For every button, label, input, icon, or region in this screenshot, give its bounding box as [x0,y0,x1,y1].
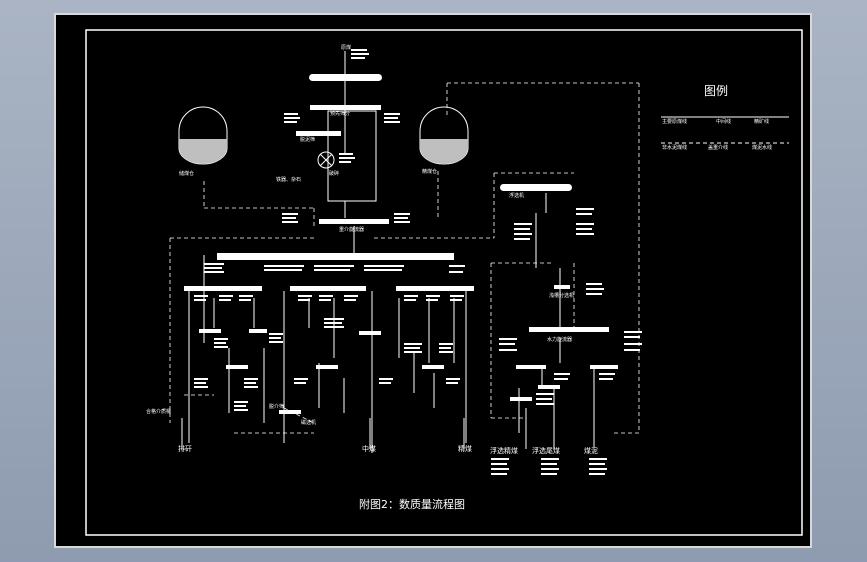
tank-left [178,106,228,165]
label-screen-top: 预先筛分 [330,110,350,117]
cyclone-small-bar [554,285,570,289]
legend-item-3: 精矿线 [754,118,769,125]
hydrocyclone-bar [529,327,609,332]
sub-bar-7 [279,410,301,414]
sub-bar-3 [226,365,248,369]
branch-bar-2 [290,286,366,291]
label-crusher: 破碎 [329,170,339,177]
legend-item-4: 非水泥煤线 [662,144,687,151]
label-tank-right: 精煤仓 [422,168,437,175]
tank-right [419,106,469,165]
label-discharge-right: 精煤 [458,444,472,453]
label-coarse-screen: 脱介筛 [269,403,284,410]
label-tank-left: 储煤仓 [179,170,194,177]
label-discharge-mid: 中煤 [362,444,376,453]
sub-bar-4 [316,365,338,369]
dashed-lines [169,82,640,434]
out-bar-b [538,385,560,389]
label-out-b: 浮选尾煤 [532,446,560,455]
branch-bar-3 [396,286,474,291]
dense-cyclone-bar [319,219,389,224]
crusher-symbol [317,151,335,169]
flow-diagram: 原煤 储煤仓 精煤仓 预先筛分 破碎 铁器、杂石 脱泥筛 重介旋流器 浮选机 浅… [85,29,803,536]
feed-bin [309,74,382,81]
label-magnet: 磁选机 [301,419,316,426]
main-lines [181,51,595,453]
branch-bar-1 [184,286,262,291]
legend-lines [661,116,789,144]
unit-bars [184,74,618,414]
out-bar-a [516,365,546,369]
label-crusher-sub: 铁器、杂石 [276,176,301,183]
legend-item-1: 主要原煤线 [662,118,687,125]
sub-bar-1 [199,329,221,333]
deslime-bar [296,131,341,136]
legend-title: 图例 [704,84,728,98]
label-discharge-left: 排矸 [178,444,192,453]
sub-bar-2 [249,329,267,333]
flotation-bar [500,184,572,191]
big-bar [217,253,454,260]
label-feed: 原煤 [341,44,351,51]
label-deslime: 脱泥筛 [300,136,315,143]
drawing-sheet: 原煤 储煤仓 精煤仓 预先筛分 破碎 铁器、杂石 脱泥筛 重介旋流器 浮选机 浅… [54,13,812,548]
sub-bar-5 [359,331,381,335]
screen-top-bar [310,105,381,110]
legend-item-2: 中间线 [716,118,731,125]
legend-item-5: 盖重介线 [708,144,728,151]
label-out-c: 煤泥 [584,446,598,455]
label-out-a: 浮选精煤 [490,446,518,455]
sub-bar-6 [422,365,444,369]
legend-item-6: 煤泥水线 [752,144,772,151]
out-bar-d [510,397,532,401]
annotation-marks [194,49,642,475]
out-bar-c [590,365,618,369]
label-side-left: 合格介质桶 [146,408,171,415]
label-flotation: 浮选机 [509,192,524,199]
label-hydrocyclone: 水力旋流器 [547,336,572,343]
label-dense-cyclone: 重介旋流器 [339,226,364,233]
diagram-caption: 附图2：数质量流程图 [359,497,465,511]
inner-border [85,29,803,536]
label-big-bar: 浅槽分选机 [549,292,574,299]
